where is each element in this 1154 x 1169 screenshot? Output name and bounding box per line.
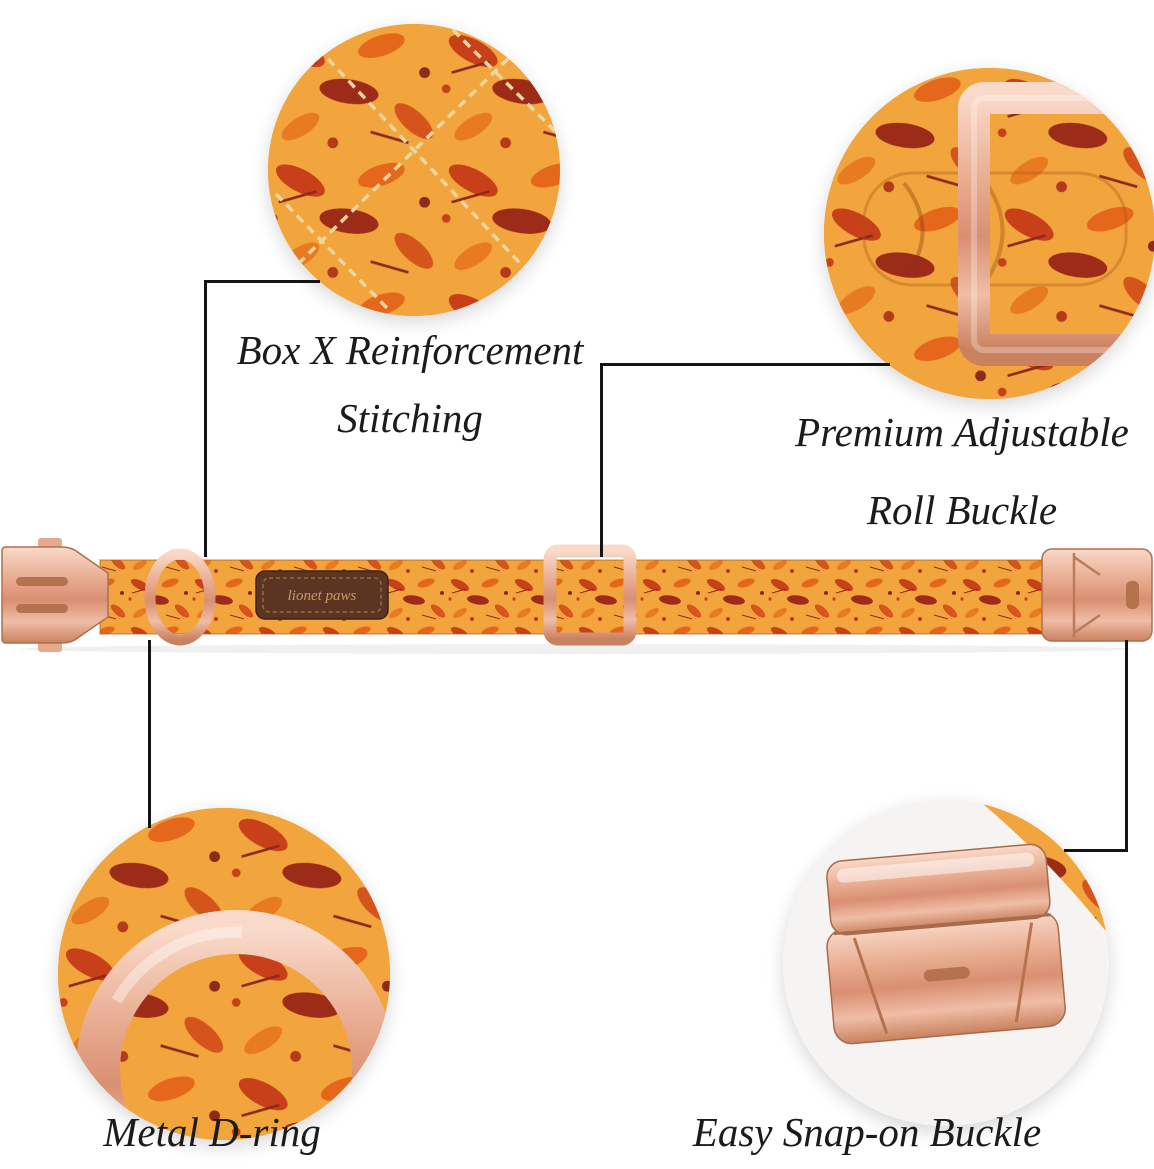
caption-d-ring: Metal D-ring	[103, 1109, 321, 1155]
d-ring-closeup-photo	[58, 808, 390, 1140]
snap-buckle-closeup-photo	[783, 800, 1109, 1126]
left-metal-buckle	[1, 538, 109, 652]
caption-roll-buckle-line2: Roll Buckle	[866, 487, 1058, 533]
fabric-fold-line	[982, 178, 1005, 280]
roll-buckle-closeup-photo	[824, 68, 1154, 399]
caption-stitching-line1: Box X Reinforcement	[236, 327, 584, 373]
caption-stitching-line2: Stitching	[337, 395, 483, 441]
leader-line-stitching-horizontal	[204, 280, 320, 283]
d-ring-closeup-graphic	[58, 808, 390, 1140]
stitching-closeup-graphic	[268, 24, 560, 316]
roll-buckle-frame	[958, 82, 1154, 366]
caption-roll-buckle-line1: Premium Adjustable	[795, 409, 1129, 455]
release-tab-seam	[1014, 922, 1034, 1023]
d-ring	[144, 548, 216, 646]
right-metal-buckle	[1041, 548, 1153, 642]
fabric-strap	[99, 559, 1053, 635]
collar-photo: lionet paws	[0, 527, 1154, 659]
fabric-texture	[268, 24, 560, 316]
slider-buckle	[543, 544, 637, 646]
fabric-roll	[862, 171, 1128, 287]
leader-line-stitching-vertical	[204, 280, 207, 557]
metal-highlight	[971, 95, 1154, 353]
caption-snap-buckle: Easy Snap-on Buckle	[692, 1109, 1042, 1155]
snap-buckle-closeup-graphic	[783, 800, 1109, 1126]
brand-tag: lionet paws	[255, 570, 389, 620]
leader-line-snap-buckle-vertical	[1125, 640, 1128, 852]
release-tab-seam	[852, 937, 889, 1035]
fabric-fold-line	[902, 181, 925, 276]
leader-line-d-ring-vertical	[148, 640, 151, 828]
buckle-seam	[833, 913, 1052, 936]
metal-highlight	[92, 926, 380, 1140]
leader-line-roll-buckle-horizontal	[600, 363, 890, 366]
roll-buckle-closeup-graphic	[824, 68, 1154, 399]
collar-shadow	[21, 644, 1133, 654]
box-x-stitching-lines	[274, 28, 560, 311]
leader-line-roll-buckle-vertical	[600, 363, 603, 557]
metal-highlight	[836, 852, 1035, 883]
buckle-slot	[923, 966, 970, 982]
brand-tag-text: lionet paws	[288, 588, 357, 604]
leader-line-snap-buckle-horizontal	[1064, 849, 1128, 852]
stitching-closeup-photo	[268, 24, 560, 316]
snap-buckle-metal	[826, 843, 1066, 1045]
collar-graphic: lionet paws	[1, 538, 1153, 654]
